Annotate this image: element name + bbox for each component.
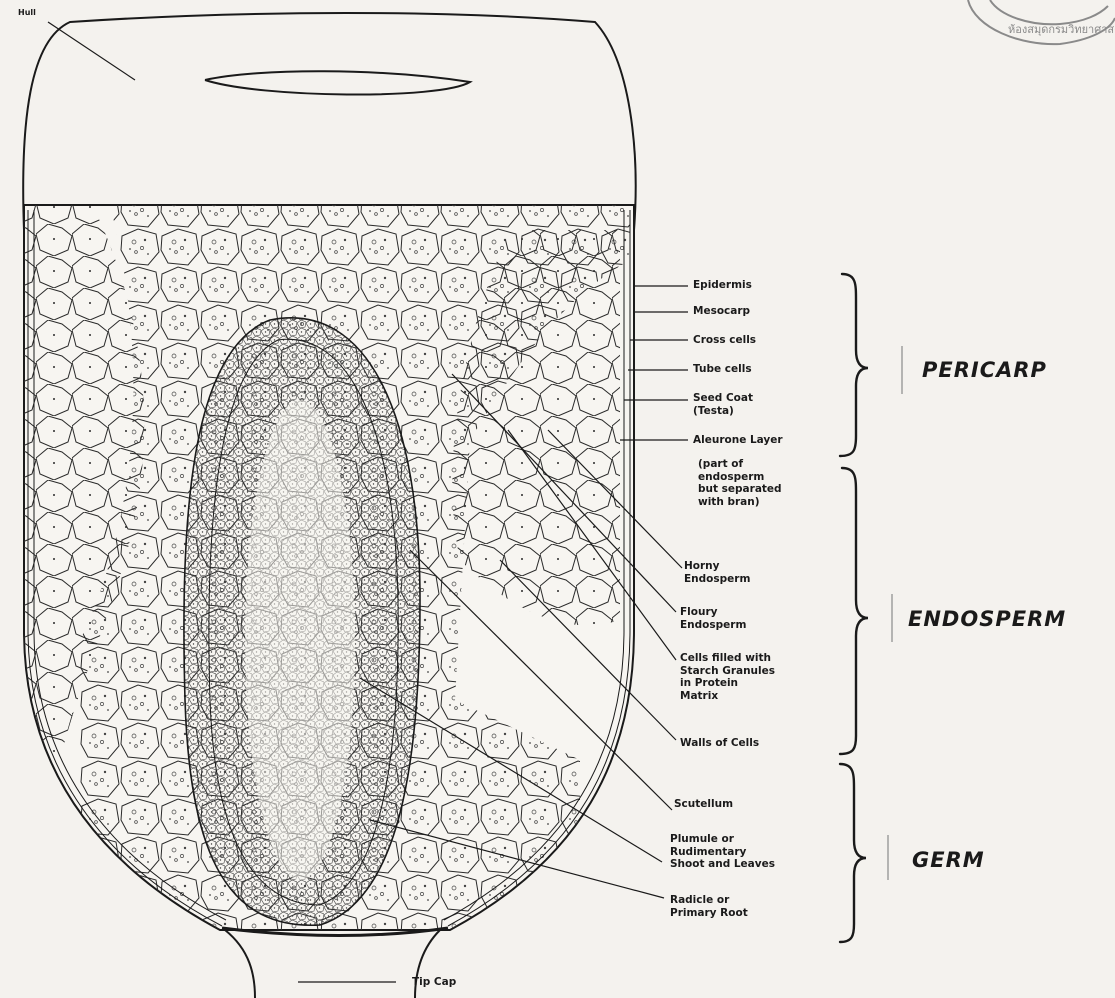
label-starch-cells: Cells filled with Starch Granules in Pro… xyxy=(680,652,775,702)
label-seed-coat: Seed Coat (Testa) xyxy=(693,392,753,417)
section-pericarp: PERICARP xyxy=(922,358,1047,382)
label-aleurone-layer: Aleurone Layer xyxy=(693,434,783,447)
tip-cap-outline xyxy=(225,930,440,998)
label-tip-cap: Tip Cap xyxy=(412,976,456,989)
label-cell-walls: Walls of Cells xyxy=(680,737,759,750)
label-scutellum: Scutellum xyxy=(674,798,733,811)
leader-hull xyxy=(48,22,135,80)
stamp-text: ห้องสมุดกรมวิทยาศาสตร์บริการ xyxy=(1008,20,1115,38)
label-mesocarp: Mesocarp xyxy=(693,305,750,318)
label-radicle: Radicle or Primary Root xyxy=(670,894,748,919)
label-hull: Hull xyxy=(18,8,36,18)
label-tube-cells: Tube cells xyxy=(693,363,752,376)
label-plumule: Plumule or Rudimentary Shoot and Leaves xyxy=(670,833,775,871)
section-germ: GERM xyxy=(912,848,985,872)
hull-outline xyxy=(23,13,635,230)
brace-pericarp xyxy=(840,274,868,456)
label-cross-cells: Cross cells xyxy=(693,334,756,347)
label-epidermis: Epidermis xyxy=(693,279,752,292)
plumule-core xyxy=(245,400,355,880)
label-floury-endosperm: Floury Endosperm xyxy=(680,606,746,631)
braces xyxy=(840,274,868,942)
section-endosperm: ENDOSPERM xyxy=(908,607,1066,631)
label-horny-endosperm: Horny Endosperm xyxy=(684,560,750,585)
hull-seam xyxy=(205,71,470,94)
label-aleurone-note: (part of endosperm but separated with br… xyxy=(698,458,782,508)
brace-endosperm xyxy=(840,468,868,754)
brace-germ xyxy=(840,764,866,942)
